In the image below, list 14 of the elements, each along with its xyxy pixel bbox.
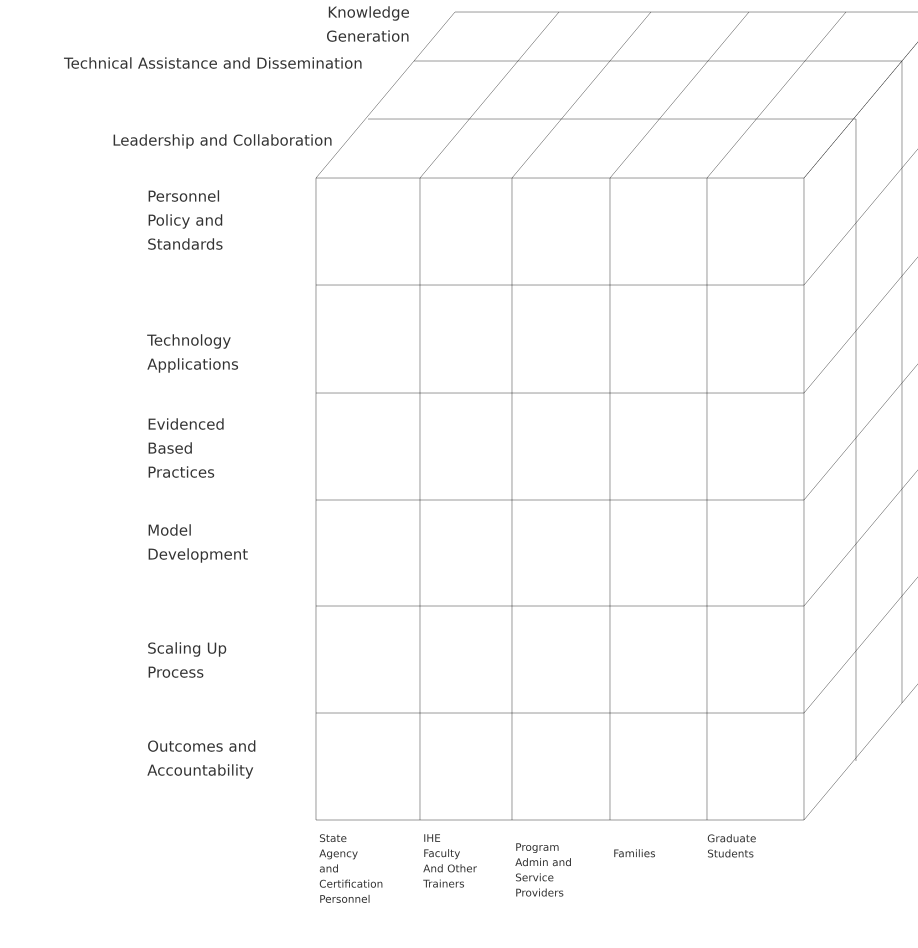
column-label: Graduate Students: [708, 834, 756, 858]
depth-label: Knowledge Generation: [326, 6, 409, 42]
row-label: Outcomes and Accountability: [147, 740, 256, 779]
row-label: Scaling Up Process: [148, 642, 226, 678]
column-label: Program Admin and Service Providers: [515, 843, 571, 897]
row-label: Evidenced Based Practices: [148, 418, 224, 478]
depth-label: Technical Assistance and Dissemination: [64, 57, 362, 69]
row-label: Personnel Policy and Standards: [148, 190, 223, 250]
depth-label: Leadership and Collaboration: [114, 134, 332, 149]
row-label: Technology Applications: [147, 334, 238, 373]
column-label: IHE Faculty And Other Trainers: [423, 834, 477, 888]
column-label: State Agency and Certification Personnel: [319, 834, 382, 903]
column-label: Families: [614, 849, 656, 858]
row-label: Model Development: [148, 524, 248, 563]
